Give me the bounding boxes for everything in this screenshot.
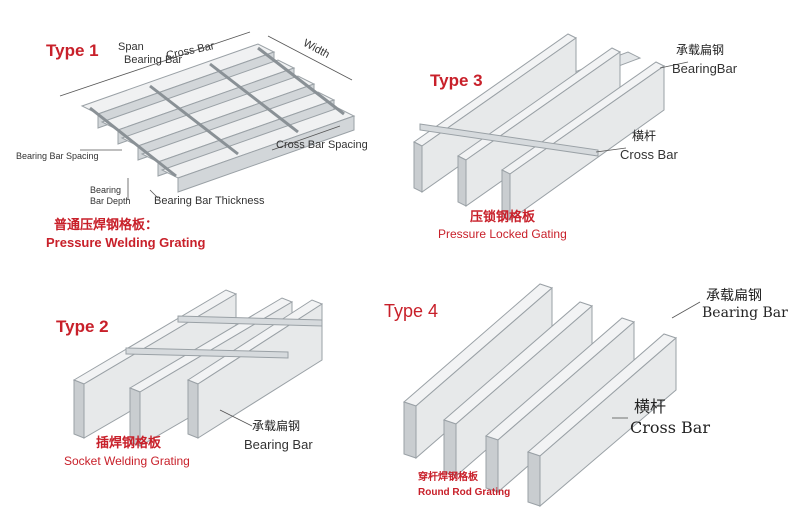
type4-caption-en: Round Rod Grating bbox=[418, 487, 511, 498]
type1-caption-en: Pressure Welding Grating bbox=[46, 235, 206, 250]
bearing-bar-depth-label-line2: Bar Depth bbox=[90, 196, 131, 206]
type4-bearing-cn: 承载扁钢 bbox=[706, 287, 762, 303]
span-label: Span bbox=[118, 41, 144, 53]
type2-caption-en: Socket Welding Grating bbox=[64, 454, 190, 468]
type3-caption-cn: 压锁钢格板 bbox=[470, 209, 536, 224]
type2-bearing-en: Bearing Bar bbox=[244, 437, 313, 452]
cross-bar-spacing-label: Cross Bar Spacing bbox=[276, 139, 368, 151]
type4-cross-cn: 横杆 bbox=[634, 399, 667, 416]
type1-caption-cn: 普通压焊钢格板： bbox=[54, 217, 159, 232]
type3-bearing-cn: 承载扁钢 bbox=[676, 43, 725, 57]
type2-bearing-cn: 承载扁钢 bbox=[252, 419, 301, 433]
type4-cross-en: Cross Bar bbox=[630, 418, 710, 437]
type3-title: Type 3 bbox=[430, 71, 483, 90]
type3-grating-drawing bbox=[413, 33, 689, 221]
bearing-bar-thickness-label: Bearing Bar Thickness bbox=[154, 195, 265, 207]
type2-grating-drawing bbox=[72, 289, 324, 447]
bearing-bar-label: Bearing Bar bbox=[124, 54, 183, 66]
type3-caption-en: Pressure Locked Gating bbox=[438, 227, 567, 241]
type1-grating-drawing bbox=[59, 31, 356, 200]
type1-cross-bar bbox=[89, 106, 177, 178]
bearing-bar-depth-label-line1: Bearing bbox=[90, 185, 122, 195]
type1-title: Type 1 bbox=[46, 41, 99, 60]
bearing-bar-spacing-label: Bearing Bar Spacing bbox=[16, 151, 99, 161]
type4-grating-drawing bbox=[398, 280, 708, 508]
type4-title: Type 4 bbox=[384, 301, 439, 321]
type3-bearing-en: BearingBar bbox=[672, 61, 738, 76]
type3-cross-en: Cross Bar bbox=[620, 147, 678, 162]
type2-caption-cn: 插焊钢格板 bbox=[96, 435, 162, 450]
type4-caption-cn: 穿杆焊钢格板 bbox=[418, 472, 478, 483]
type2-title: Type 2 bbox=[56, 317, 109, 336]
type4-bearing-en: Bearing Bar bbox=[702, 305, 788, 321]
type3-cross-cn: 横杆 bbox=[632, 129, 657, 143]
